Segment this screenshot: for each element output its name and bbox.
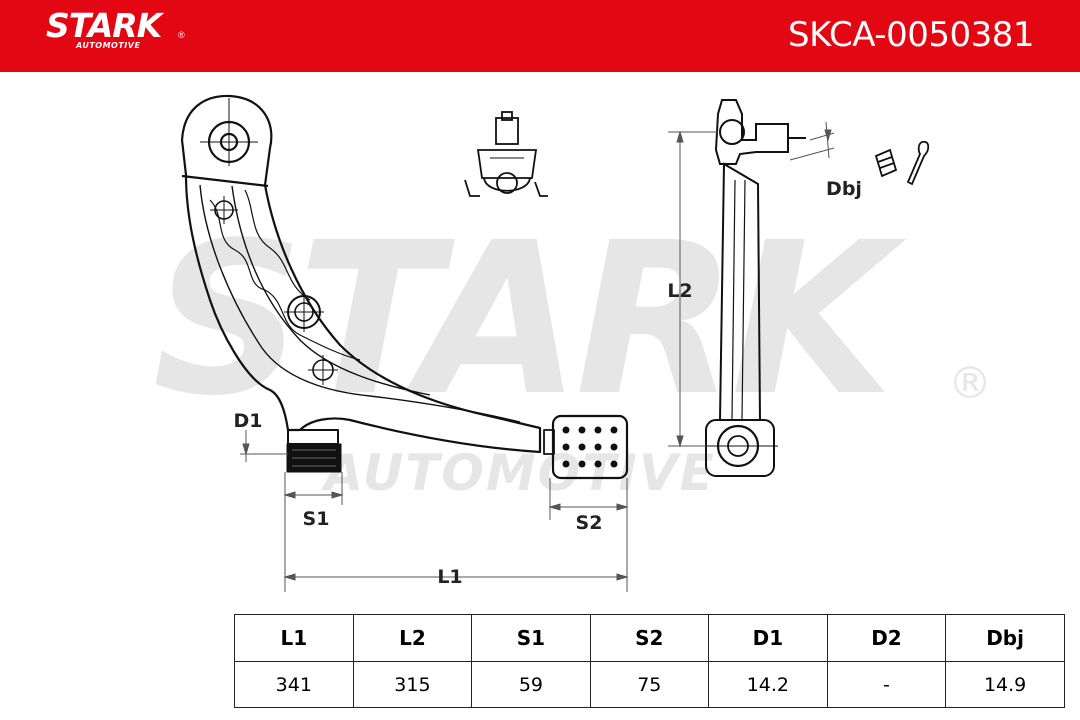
dimension-labels: L1 S1 S2 D1 L2 Dbj (234, 178, 862, 588)
logo-brand: STARK (46, 6, 162, 45)
ball-joint-detail (464, 111, 548, 197)
nut-and-cotter-pin (874, 140, 930, 186)
arm-upper-band (181, 174, 269, 188)
arm-outline (180, 94, 542, 454)
watermark-reg: ® (948, 358, 992, 409)
label-dbj: Dbj (826, 178, 862, 200)
watermark-main: STARK (152, 197, 906, 442)
control-arm-side (700, 99, 806, 477)
dimension-lines (240, 121, 835, 592)
label-l1: L1 (437, 566, 462, 588)
stark-logo: STARK ® AUTOMOTIVE (46, 6, 185, 51)
specs-table: L1 L2 S1 S2 D1 D2 Dbj 341 315 59 75 14.2… (234, 614, 1065, 708)
rear-bush-body (551, 414, 629, 480)
watermark: STARK ® AUTOMOTIVE (152, 197, 992, 502)
value-dbj: 14.9 (945, 661, 1065, 708)
arm-rib-wave-2 (244, 189, 311, 301)
value-l2: 315 (352, 661, 473, 708)
header-dbj: Dbj (945, 614, 1065, 662)
arm-rib-outer (199, 184, 521, 423)
value-l1: 341 (234, 661, 354, 708)
side-ball-joint (714, 99, 789, 165)
header-s2: S2 (589, 614, 709, 662)
part-code: SKCA-0050381 (788, 15, 1034, 55)
value-s2: 75 (589, 661, 709, 708)
label-d1: D1 (234, 410, 263, 432)
arm-rib-wave (209, 199, 361, 361)
header-d1: D1 (707, 614, 828, 662)
watermark-sub: AUTOMOTIVE (320, 444, 715, 502)
value-s1: 59 (471, 661, 591, 708)
technical-drawing: STARK ® AUTOMOTIVE (152, 94, 992, 592)
nut-icon (874, 148, 898, 178)
logo-reg-mark: ® (178, 30, 185, 40)
cotter-pin-icon (906, 140, 930, 186)
rear-bush-pattern (562, 426, 618, 468)
value-d2: - (826, 661, 947, 708)
header-bar: STARK ® AUTOMOTIVE SKCA-0050381 (0, 0, 1080, 72)
arm-rib-inner (231, 185, 431, 396)
label-s1: S1 (303, 508, 330, 530)
label-s2: S2 (576, 512, 603, 534)
logo-subtitle: AUTOMOTIVE (76, 41, 141, 50)
label-l2: L2 (667, 280, 692, 302)
header-l2: L2 (352, 614, 473, 662)
control-arm-front (180, 94, 629, 480)
header-d2: D2 (826, 614, 947, 662)
specs-header-row: L1 L2 S1 S2 D1 D2 Dbj (234, 614, 1065, 662)
side-bush-frame (705, 419, 775, 477)
header-s1: S1 (471, 614, 591, 662)
value-d1: 14.2 (707, 661, 828, 708)
specs-value-row: 341 315 59 75 14.2 - 14.9 (234, 661, 1065, 708)
header-l1: L1 (234, 614, 354, 662)
